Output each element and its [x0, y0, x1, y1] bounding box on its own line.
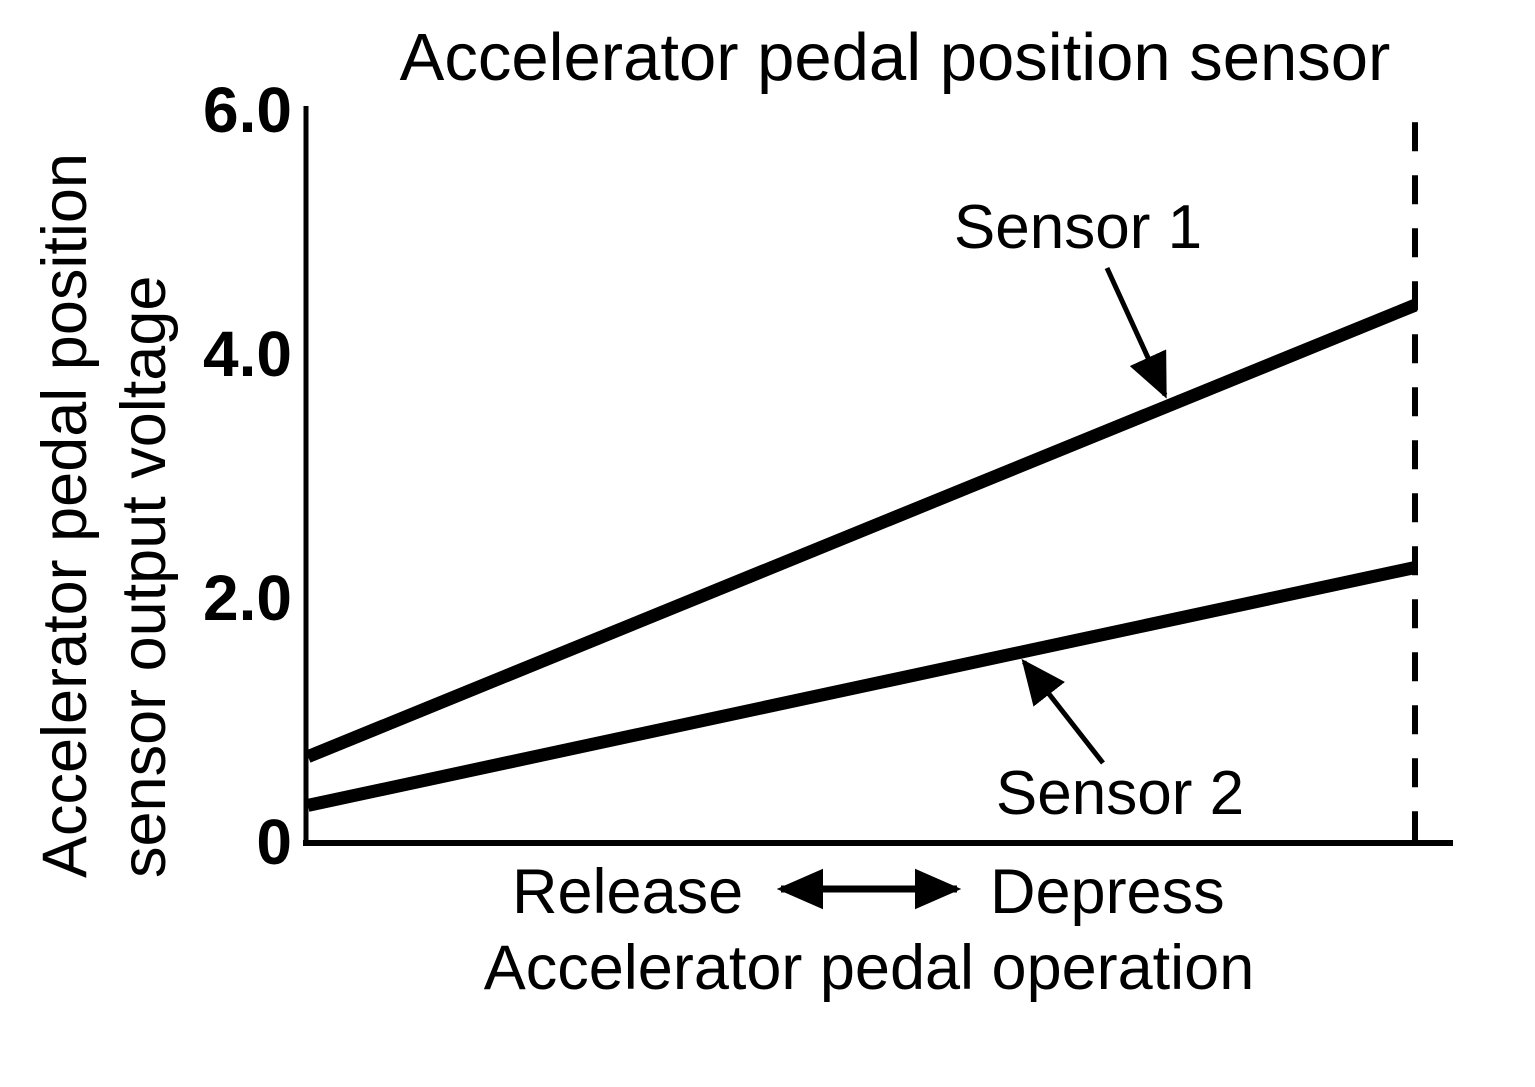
sensor-2-callout-arrow — [1021, 658, 1105, 765]
chart-title: Accelerator pedal position sensor — [399, 20, 1391, 95]
sensor-2-line-label: Sensor 2 — [995, 759, 1245, 828]
y-tick-label-4.0: 4.0 — [203, 318, 292, 390]
y-tick-label-6.0: 6.0 — [203, 74, 292, 146]
y-tick-label-0: 0 — [256, 806, 292, 878]
sensor-2-line — [306, 561, 1417, 812]
y-axis-label-line-2: sensor output voltage — [109, 275, 179, 878]
x-direction-depress-label: Depress — [990, 857, 1225, 927]
sensor-1-line — [305, 299, 1418, 763]
series-lines-layer — [305, 299, 1418, 812]
x-direction-release-label: Release — [512, 857, 744, 927]
y-axis-label: Accelerator pedal position sensor output… — [26, 48, 184, 878]
y-axis-label-line-1: Accelerator pedal position — [30, 153, 100, 878]
y-tick-label-2.0: 2.0 — [203, 562, 292, 634]
sensor-1-line-label: Sensor 1 — [953, 193, 1203, 262]
x-axis-label: Accelerator pedal operation — [483, 933, 1255, 1003]
sensor-1-callout-arrow — [1104, 266, 1168, 399]
